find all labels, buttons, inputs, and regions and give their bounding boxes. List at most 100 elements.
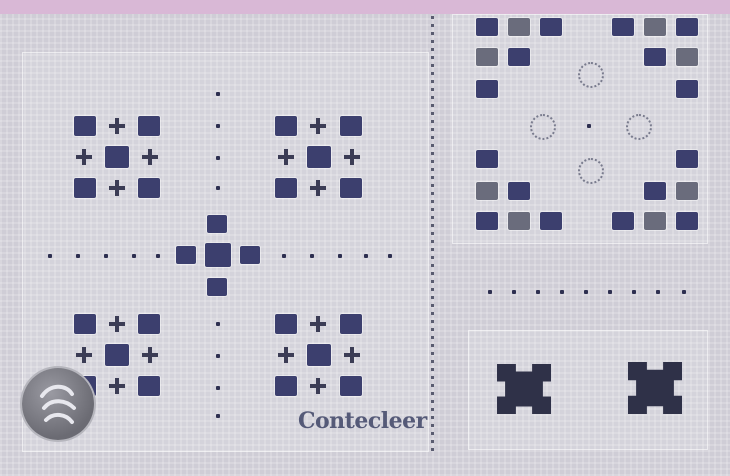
stitch-square [340,314,362,334]
stitch-square [138,376,160,396]
stitch-square [275,314,297,334]
stitch-dot [104,254,108,258]
stitch-ring [530,114,556,140]
stitch-square [275,178,297,198]
stitch-square [207,215,227,233]
stitch-square [476,48,498,66]
stitch-square [612,18,634,36]
stitch-dot [216,156,220,160]
stitch-square [676,18,698,36]
stitch-cross [140,345,160,365]
caption-text: Contecleer [298,408,427,434]
stitch-square [644,212,666,230]
stitch-square [644,182,666,200]
stitch-square [205,243,231,267]
stitch-square [275,116,297,136]
stitch-square [340,376,362,396]
stitch-dot [656,290,660,294]
watermark-logo [22,368,94,440]
stitch-square [74,178,96,198]
stitch-dot [608,290,612,294]
stitch-cross [308,376,328,396]
stitch-dot [338,254,342,258]
stitch-dot [76,254,80,258]
stitch-square [138,314,160,334]
stitch-cross [342,345,362,365]
stitch-dot [632,290,636,294]
stitch-square [240,246,260,264]
stitch-dot [216,322,220,326]
stitch-dot [216,354,220,358]
stitch-dot [364,254,368,258]
stitch-cross [107,178,127,198]
stitch-square [307,344,331,366]
stitch-dot [560,290,564,294]
stitch-dot [536,290,540,294]
stitch-square [540,18,562,36]
stitch-ring [578,158,604,184]
stitch-dot [216,386,220,390]
stitch-square [676,212,698,230]
stitch-dot [282,254,286,258]
stitch-square [508,182,530,200]
stitch-square [74,116,96,136]
stitch-square [340,116,362,136]
stitch-cross [276,345,296,365]
stitch-dot [156,254,160,258]
stitch-cross [308,178,328,198]
stitch-dot [216,414,220,418]
stitch-square [176,246,196,264]
stitch-square [105,344,129,366]
stitch-square [105,146,129,168]
stitch-dot [216,92,220,96]
top-pink-band [0,0,730,14]
stitch-square [644,18,666,36]
stitch-square [476,80,498,98]
stitch-cross [107,314,127,334]
stitch-square [307,146,331,168]
stitch-dot [488,290,492,294]
logo-glyph-icon [32,378,84,430]
stitch-cross [308,116,328,136]
stitch-square [508,48,530,66]
stitch-square [207,278,227,296]
stitch-dot [388,254,392,258]
stitch-cross [308,314,328,334]
stitch-dot [216,186,220,190]
stitch-cross [107,376,127,396]
stitch-dot [584,290,588,294]
stitch-square [476,150,498,168]
stitch-cross [74,147,94,167]
stitch-square [612,212,634,230]
dotted-divider [431,16,434,456]
stitch-dot [587,124,591,128]
stitch-dot [216,124,220,128]
stitch-ring [578,62,604,88]
stitch-square [540,212,562,230]
stitch-square [676,182,698,200]
stitch-dot [132,254,136,258]
stitch-square [476,18,498,36]
stitch-dot [682,290,686,294]
stitch-dot [48,254,52,258]
stitch-cross [74,345,94,365]
stitch-square [676,150,698,168]
stitch-square [138,178,160,198]
stitch-cross [140,147,160,167]
stitch-dot [310,254,314,258]
stitch-square [676,80,698,98]
stitch-square [508,212,530,230]
stitch-cross [276,147,296,167]
stitch-dot [512,290,516,294]
stitch-square [138,116,160,136]
stitch-cross [107,116,127,136]
stitch-square [275,376,297,396]
stitch-square [340,178,362,198]
stitch-square [74,314,96,334]
stitch-square [476,212,498,230]
stitch-cross [342,147,362,167]
stitch-ring [626,114,652,140]
stitch-square [476,182,498,200]
stitch-square [644,48,666,66]
